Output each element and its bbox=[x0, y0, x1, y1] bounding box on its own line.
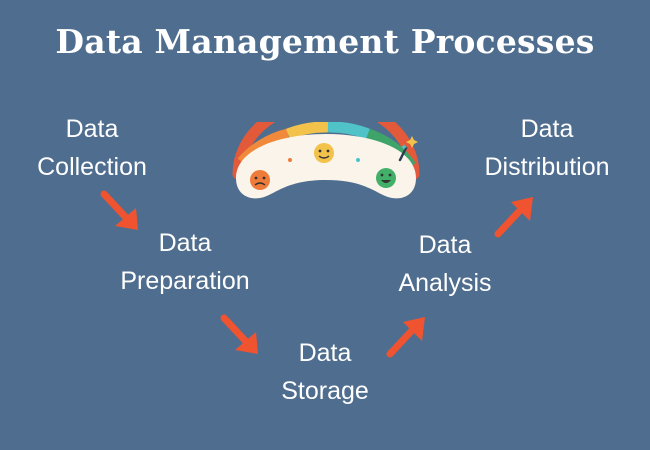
step-data-preparation: Data Preparation bbox=[100, 224, 270, 300]
arrow-up-right-icon bbox=[494, 197, 533, 238]
step-label-line2: Collection bbox=[37, 153, 147, 181]
step-label-line2: Distribution bbox=[484, 153, 610, 181]
step-label-line1: Data bbox=[298, 339, 352, 367]
neutral-face-icon bbox=[314, 143, 334, 163]
step-label-line1: Data bbox=[65, 115, 119, 143]
sad-face-icon bbox=[250, 170, 270, 190]
step-label-line1: Data bbox=[158, 229, 212, 257]
step-data-collection: Data Collection bbox=[22, 110, 162, 186]
page-title: Data Management Processes bbox=[55, 22, 595, 61]
step-data-storage: Data Storage bbox=[260, 334, 390, 410]
step-label-line2: Storage bbox=[281, 377, 369, 405]
happy-face-icon bbox=[376, 168, 396, 188]
sparkle-icon bbox=[398, 136, 418, 150]
step-label-line1: Data bbox=[418, 231, 472, 259]
arrow-up-right-icon bbox=[386, 317, 425, 358]
step-data-distribution: Data Distribution bbox=[462, 110, 632, 186]
step-label-line1: Data bbox=[520, 115, 574, 143]
arrow-down-right-icon bbox=[220, 314, 258, 354]
satisfaction-gauge-icon bbox=[232, 122, 420, 199]
step-label-line2: Analysis bbox=[398, 269, 492, 297]
arrow-down-right-icon bbox=[100, 190, 138, 230]
step-label-line2: Preparation bbox=[120, 267, 250, 295]
step-data-analysis: Data Analysis bbox=[380, 226, 510, 302]
